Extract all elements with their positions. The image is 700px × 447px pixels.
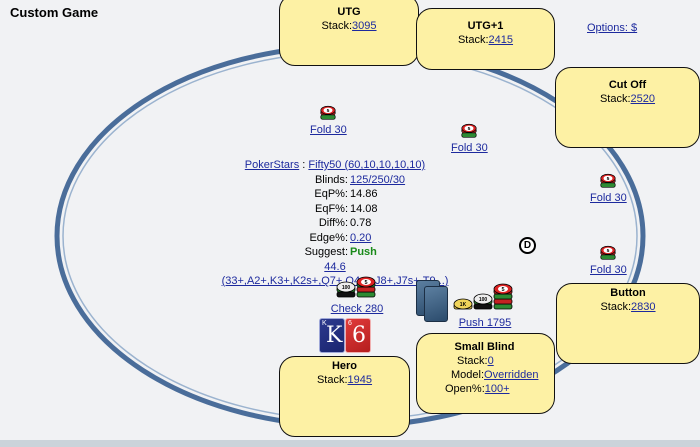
hero-action: 100 5 Check 280	[329, 274, 385, 315]
sb-card-back-2	[424, 286, 448, 322]
blinds-link[interactable]: 125/250/30	[350, 173, 406, 186]
sb-chips-icon: 1K 100 5	[453, 283, 513, 310]
seat-name: Hero	[331, 360, 358, 372]
suggest-label: Suggest:	[304, 246, 348, 258]
stack-label: Stack:	[457, 34, 489, 46]
stack-value-link[interactable]: 2520	[630, 93, 656, 105]
utg-fold-link[interactable]: Fold 30	[310, 124, 347, 136]
svg-text:5: 5	[327, 108, 330, 114]
chip-stack-icon: 5	[320, 105, 336, 120]
eqp-value: 14.86	[350, 188, 378, 200]
stack-value-link[interactable]: 2830	[631, 301, 656, 313]
stack-label: Stack:	[600, 301, 632, 313]
seat-hero[interactable]: Hero Stack:1945	[279, 356, 410, 437]
chip-stack-icon: 5	[600, 173, 616, 188]
site-link[interactable]: PokerStars	[244, 159, 300, 171]
seat-name: Cut Off	[608, 79, 647, 91]
stack-value-link[interactable]: 2415	[488, 34, 514, 46]
chip-stack-icon: 5	[600, 245, 616, 260]
svg-text:100: 100	[342, 285, 351, 291]
seat-small-blind[interactable]: Small Blind Stack:0 Model:Overridden Ope…	[416, 333, 555, 414]
button-action: 5 Fold 30	[590, 244, 627, 276]
model-label: Model:	[451, 369, 485, 381]
sb-action: 1K 100 5 Push 1795	[448, 276, 522, 329]
hero-check-link[interactable]: Check 280	[330, 303, 384, 315]
structure-link[interactable]: Fifty50 (60,10,10,10,10)	[308, 159, 426, 171]
analysis-panel: PokerStars : Fifty50 (60,10,10,10,10) Bl…	[210, 158, 460, 289]
seat-button[interactable]: Button Stack:2830	[556, 283, 700, 364]
svg-text:100: 100	[479, 297, 488, 303]
bottom-bar	[0, 440, 700, 447]
seat-name: UTG+1	[467, 20, 504, 32]
stack-value-link[interactable]: 3095	[352, 20, 377, 32]
diff-label: Diff%:	[318, 217, 348, 229]
game-title: Custom Game	[10, 5, 99, 20]
open-label: Open%:	[445, 383, 485, 395]
dealer-button: D	[519, 237, 536, 254]
seat-name: Small Blind	[454, 341, 515, 353]
svg-text:5: 5	[468, 126, 471, 132]
svg-text:5: 5	[501, 287, 504, 293]
seat-name: Button	[610, 287, 646, 299]
chip-stack-icon: 5	[461, 123, 477, 138]
stack-label: Stack:	[316, 374, 348, 386]
suggest-value: Push	[350, 246, 377, 258]
button-fold-link[interactable]: Fold 30	[590, 264, 627, 276]
stack-label: Stack:	[321, 20, 353, 32]
sb-push-link[interactable]: Push 1795	[458, 317, 512, 329]
blinds-label: Blinds:	[314, 173, 348, 186]
eqf-label: EqF%:	[314, 202, 348, 215]
cutoff-action: 5 Fold 30	[590, 172, 627, 204]
site-separator: :	[299, 159, 309, 171]
utg1-action: 5 Fold 30	[451, 122, 488, 154]
edge-label: Edge%:	[309, 231, 348, 244]
seat-cutoff[interactable]: Cut Off Stack:2520	[555, 67, 700, 148]
diff-value: 0.78	[350, 217, 372, 229]
utg1-fold-link[interactable]: Fold 30	[451, 142, 488, 154]
seat-name: UTG	[337, 6, 361, 18]
svg-text:5: 5	[364, 280, 367, 286]
edge-link[interactable]: 0.20	[350, 231, 372, 244]
cutoff-fold-link[interactable]: Fold 30	[590, 192, 627, 204]
range-link[interactable]: 44.6 (33+,A2+,K3+,K2s+,Q7+,Q4s+,J8+,J7s+…	[221, 260, 449, 288]
options-link[interactable]: Options: $	[587, 22, 638, 34]
svg-text:5: 5	[607, 176, 610, 182]
svg-text:1K: 1K	[460, 302, 467, 308]
stack-value-link[interactable]: 1945	[347, 374, 373, 386]
seat-utg[interactable]: UTG Stack:3095	[279, 0, 419, 66]
hero-chips-icon: 100 5	[336, 276, 376, 298]
open-link[interactable]: 100+	[484, 383, 510, 395]
utg-action: 5 Fold 30	[310, 104, 347, 136]
seat-utg1[interactable]: UTG+1 Stack:2415	[416, 8, 555, 70]
stack-label: Stack:	[457, 355, 488, 367]
eqf-value: 14.08	[350, 202, 378, 215]
svg-text:5: 5	[607, 248, 610, 254]
eqp-label: EqP%:	[314, 188, 348, 200]
stack-value-link[interactable]: 0	[487, 355, 494, 367]
model-link[interactable]: Overridden	[484, 369, 539, 381]
stack-label: Stack:	[599, 93, 631, 105]
